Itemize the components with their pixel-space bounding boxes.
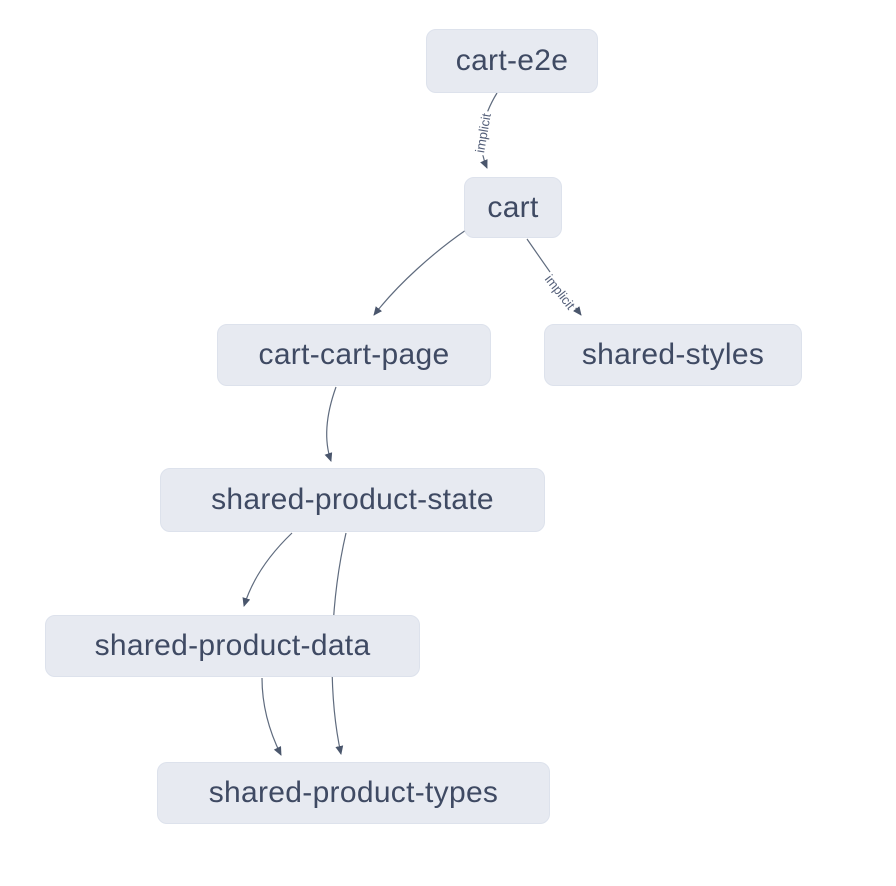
edge-cart-to-cart-cart-page — [373, 229, 467, 316]
graph-node-shared-product-types[interactable]: shared-product-types — [157, 762, 550, 824]
edge-shared-product-data-to-shared-product-types — [261, 677, 282, 756]
node-label: shared-product-data — [94, 629, 371, 662]
graph-node-shared-product-state[interactable]: shared-product-state — [160, 468, 545, 532]
graph-node-cart-cart-page[interactable]: cart-cart-page — [217, 324, 491, 386]
graph-node-cart-e2e[interactable]: cart-e2e — [426, 29, 598, 93]
graph-node-shared-product-data[interactable]: shared-product-data — [45, 615, 420, 677]
node-label: cart-e2e — [455, 44, 569, 77]
edge-shared-product-state-to-shared-product-data — [242, 532, 293, 607]
edge-cart-cart-page-to-shared-product-state — [324, 386, 337, 462]
node-label: cart-cart-page — [258, 338, 450, 371]
node-label: shared-styles — [581, 338, 765, 371]
node-label: cart — [487, 190, 539, 224]
graph-node-cart[interactable]: cart — [464, 177, 562, 238]
graph-node-shared-styles[interactable]: shared-styles — [544, 324, 802, 386]
node-label: shared-product-types — [208, 776, 499, 809]
node-label: shared-product-state — [211, 483, 494, 516]
